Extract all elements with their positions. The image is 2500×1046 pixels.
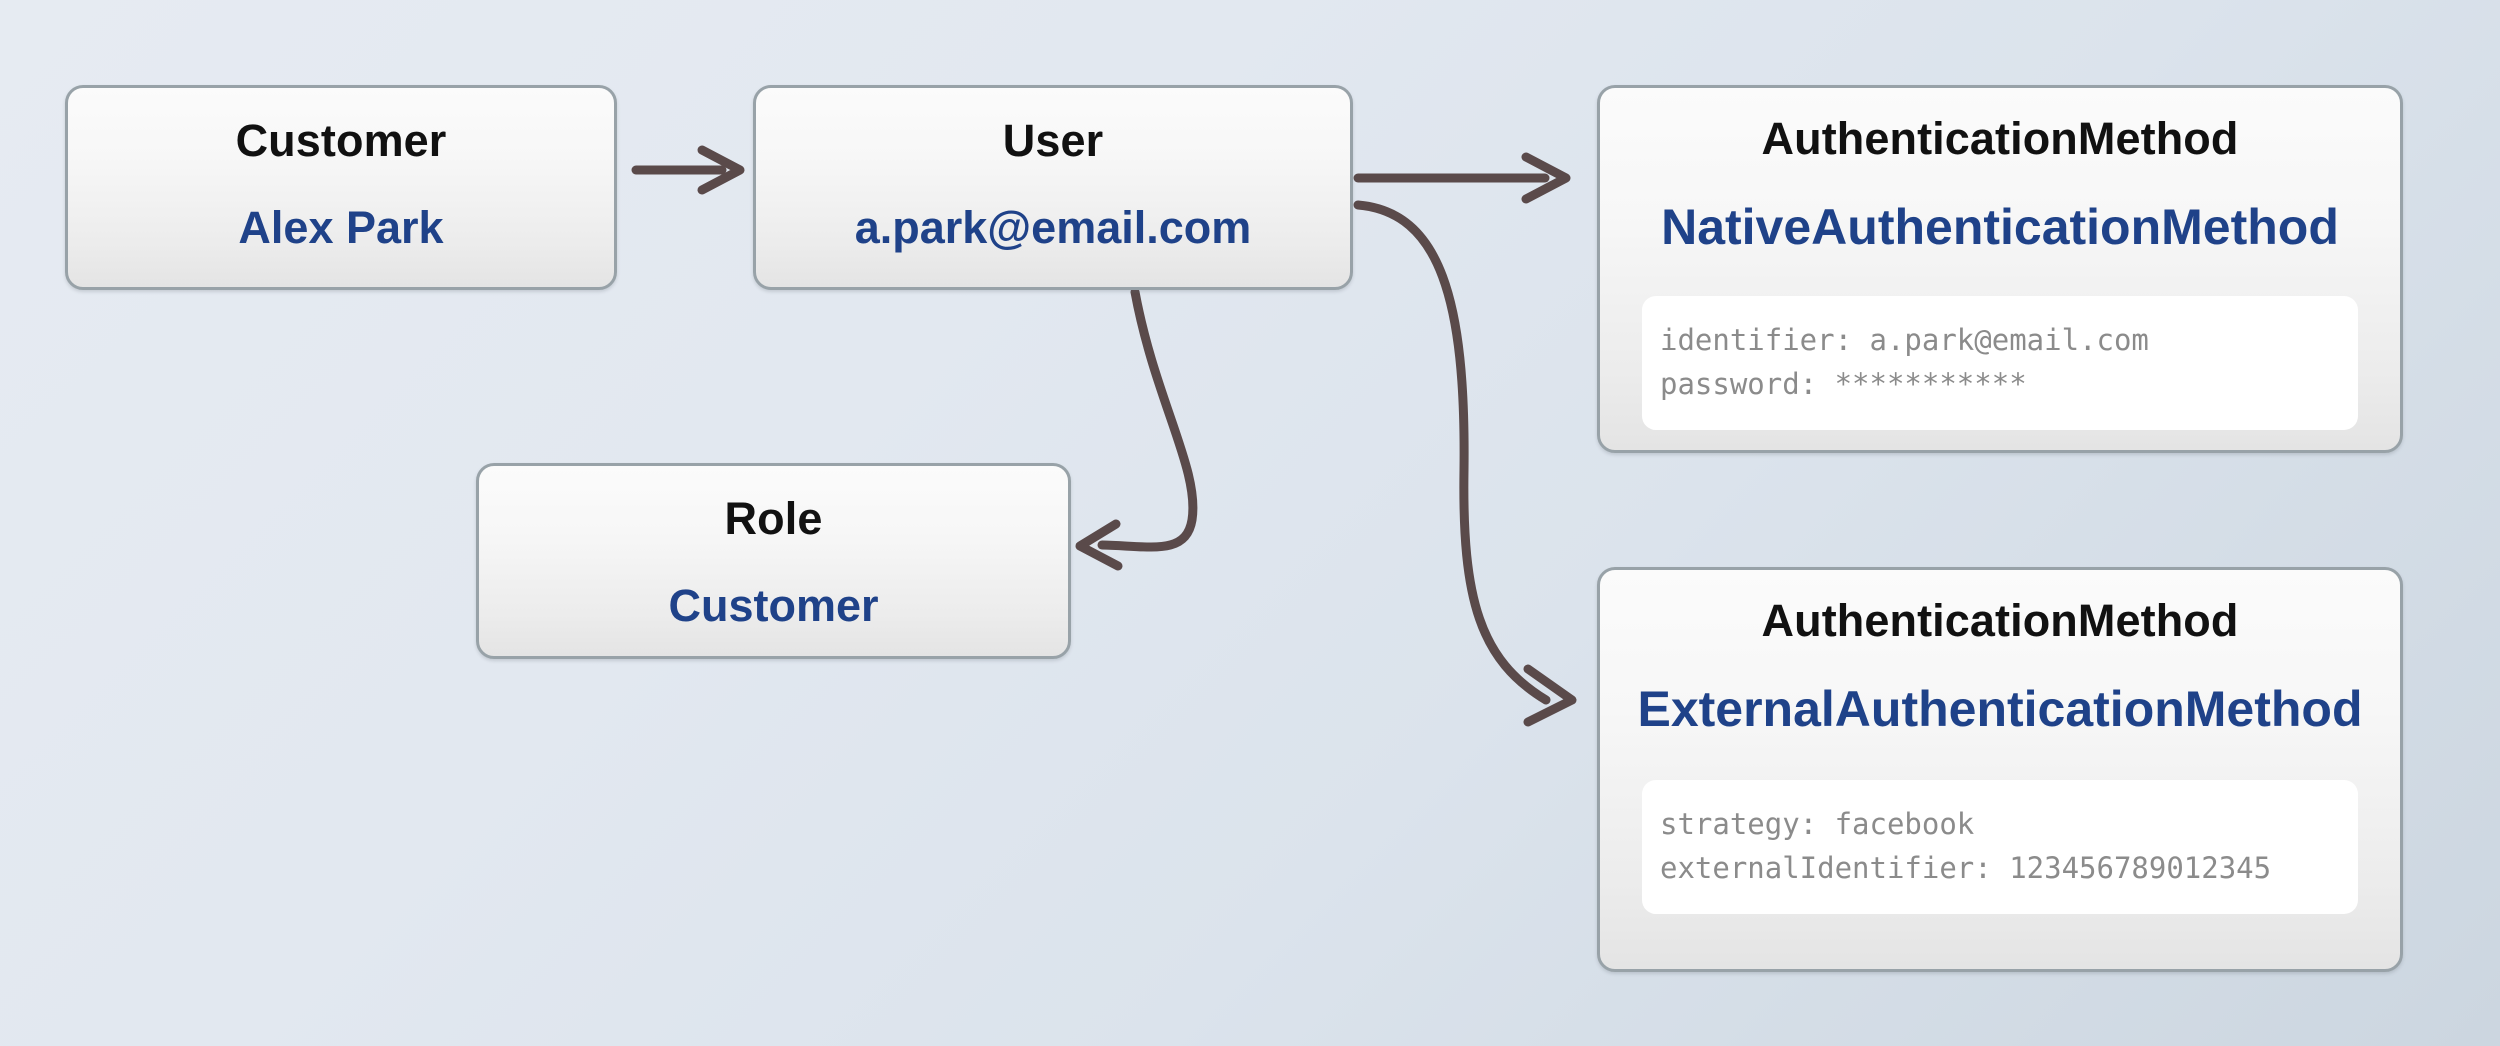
node-external-auth-properties: strategy: facebook externalIdentifier: 1… <box>1642 780 2358 914</box>
property-line: identifier: a.park@email.com <box>1660 323 2149 357</box>
node-user[interactable]: User a.park@email.com <box>753 85 1353 290</box>
node-role-title: Role <box>724 493 823 544</box>
node-external-auth-value: ExternalAuthenticationMethod <box>1637 681 2363 737</box>
node-native-auth-value: NativeAuthenticationMethod <box>1661 199 2339 255</box>
node-customer[interactable]: Customer Alex Park <box>65 85 617 290</box>
node-user-title: User <box>1002 115 1104 166</box>
property-line: strategy: facebook <box>1660 807 1975 841</box>
node-native-authentication-method[interactable]: AuthenticationMethod NativeAuthenticatio… <box>1597 85 2403 453</box>
node-role[interactable]: Role Customer <box>476 463 1071 659</box>
edge-user-to-role <box>1075 287 1198 571</box>
node-customer-title: Customer <box>235 115 447 166</box>
edge-user-to-native-auth <box>1353 152 1571 204</box>
edge-customer-to-user <box>631 145 745 195</box>
node-role-value: Customer <box>668 580 879 631</box>
node-external-authentication-method[interactable]: AuthenticationMethod ExternalAuthenticat… <box>1597 567 2403 972</box>
node-customer-value: Alex Park <box>238 202 444 253</box>
node-user-value: a.park@email.com <box>854 202 1252 253</box>
property-line: password: *********** <box>1660 367 2027 401</box>
property-line: externalIdentifier: 123456789012345 <box>1660 851 2272 885</box>
node-native-auth-title: AuthenticationMethod <box>1761 113 2239 164</box>
node-external-auth-title: AuthenticationMethod <box>1761 595 2239 646</box>
edge-user-to-external-auth <box>1353 200 1577 727</box>
node-native-auth-properties: identifier: a.park@email.com password: *… <box>1642 296 2358 430</box>
